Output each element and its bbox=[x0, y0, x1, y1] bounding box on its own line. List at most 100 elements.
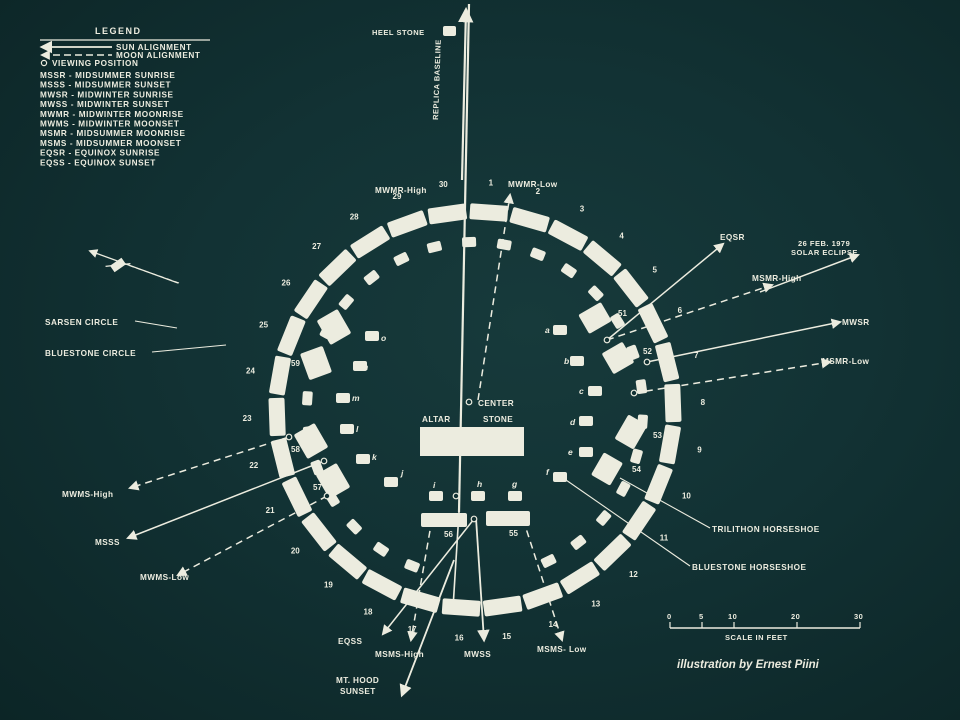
sarsen-stone bbox=[509, 207, 550, 233]
legend-abbreviation: MSMS - MIDSUMMER MOONSET bbox=[40, 139, 181, 148]
sarsen-stone bbox=[400, 587, 441, 613]
inner-bluestone bbox=[553, 325, 567, 335]
trilithon-stone bbox=[486, 511, 530, 526]
sarsen-stone-number: 4 bbox=[619, 231, 624, 240]
bluestone bbox=[570, 534, 587, 550]
bluestone bbox=[363, 270, 380, 286]
replica-baseline-label: REPLICA BASELINE bbox=[431, 39, 443, 120]
bluestone-letter: m bbox=[352, 393, 360, 403]
bluestone bbox=[630, 448, 643, 464]
trilithon-stone bbox=[602, 342, 634, 374]
sarsen-stone-number: 15 bbox=[502, 632, 511, 641]
trilithon-stone bbox=[578, 302, 612, 334]
trilithon-stone bbox=[317, 309, 351, 345]
trilithon-stone bbox=[294, 423, 328, 459]
inner-bluestone bbox=[508, 491, 522, 501]
label-msss: MSSS bbox=[95, 538, 120, 547]
legend-abbreviation: MWSR - MIDWINTER SUNRISE bbox=[40, 90, 174, 99]
sarsen-stone-number: 14 bbox=[549, 620, 558, 629]
inner-bluestone bbox=[356, 454, 370, 464]
scale-tick: 5 bbox=[699, 612, 704, 621]
bluestone-letter: l bbox=[356, 424, 359, 434]
legend-viewing-position: VIEWING POSITION bbox=[52, 59, 138, 68]
bluestone bbox=[404, 559, 420, 573]
sarsen-stone bbox=[655, 342, 680, 383]
sarsen-stone-number: 7 bbox=[694, 351, 699, 360]
inner-bluestone bbox=[365, 331, 379, 341]
trilithon-number: 53 bbox=[653, 431, 662, 440]
illustration-credit: illustration by Ernest Piini bbox=[677, 659, 820, 671]
bluestone-letter: j bbox=[400, 468, 404, 478]
scale-bar: 0 5 10 20 30 SCALE IN FEET bbox=[667, 612, 863, 642]
sarsen-stone-number: 22 bbox=[249, 461, 258, 470]
sarsen-stone bbox=[387, 210, 428, 238]
alignment-lines bbox=[88, 192, 860, 643]
sarsen-stone bbox=[613, 269, 649, 308]
bluestone-circle-label: BLUESTONE CIRCLE bbox=[45, 349, 136, 358]
sarsen-stone bbox=[350, 226, 390, 259]
sarsen-stone-number: 12 bbox=[629, 570, 638, 579]
bluestone bbox=[393, 252, 410, 266]
sarsen-stone bbox=[441, 598, 481, 617]
bluestone bbox=[540, 554, 557, 568]
eclipse-label-line1: 26 FEB. 1979 bbox=[798, 239, 850, 248]
bluestone bbox=[635, 379, 648, 394]
legend-abbreviation: MWSS - MIDWINTER SUNSET bbox=[40, 100, 169, 109]
bluestone bbox=[310, 459, 324, 476]
bluestone bbox=[302, 391, 313, 406]
sarsen-stone-number: 16 bbox=[455, 633, 464, 642]
inner-bluestone bbox=[429, 491, 443, 501]
sarsen-stone bbox=[644, 464, 673, 505]
sarsen-circle-label: SARSEN CIRCLE bbox=[45, 318, 118, 327]
inner-bluestone bbox=[553, 472, 567, 482]
legend-moon-alignment: MOON ALIGNMENT bbox=[116, 51, 201, 60]
sarsen-stone bbox=[269, 355, 291, 396]
sarsen-stone bbox=[328, 544, 367, 580]
stone-label: STONE bbox=[483, 415, 513, 424]
sarsen-stone bbox=[594, 534, 631, 571]
inner-bluestone bbox=[579, 447, 593, 457]
viewing-position-icon bbox=[40, 59, 48, 67]
bluestone bbox=[426, 240, 442, 254]
bluestone-letter: h bbox=[477, 479, 482, 489]
mt-hood-label-line1: MT. HOOD bbox=[336, 676, 379, 685]
bluestone-letter: d bbox=[570, 417, 576, 427]
sarsen-stone-number: 3 bbox=[580, 205, 585, 214]
bluestone-letter: c bbox=[579, 386, 584, 396]
eclipse-label-line2: SOLAR ECLIPSE bbox=[791, 248, 858, 257]
trilithon-number: 52 bbox=[643, 347, 652, 356]
sarsen-stone-number: 11 bbox=[660, 534, 669, 543]
sarsen-stone bbox=[277, 315, 306, 356]
scale-tick: 10 bbox=[728, 612, 737, 621]
legend-abbreviation: MSSS - MIDSUMMER SUNSET bbox=[40, 81, 171, 90]
scale-tick: 30 bbox=[854, 612, 863, 621]
heel-stone-label: HEEL STONE bbox=[372, 28, 425, 37]
sarsen-stone-number: 20 bbox=[291, 546, 300, 555]
trilithon-horseshoe-label: TRILITHON HORSESHOE bbox=[712, 525, 820, 534]
center-viewing-position bbox=[465, 398, 473, 406]
bluestone-letter: e bbox=[568, 447, 573, 457]
sarsen-stone bbox=[548, 219, 588, 251]
bluestone-circle bbox=[302, 236, 648, 573]
inner-bluestone bbox=[384, 477, 398, 487]
inner-bluestone bbox=[471, 491, 485, 501]
circle-callouts: SARSEN CIRCLE BLUESTONE CIRCLE TRILITHON… bbox=[45, 318, 820, 572]
bluestone-letter: a bbox=[545, 325, 550, 335]
label-msmr-high: MSMR-High bbox=[752, 274, 802, 283]
sarsen-stone bbox=[268, 397, 286, 437]
label-mwsr: MWSR bbox=[842, 318, 870, 327]
sarsen-stone bbox=[560, 561, 600, 594]
bluestone-letter: k bbox=[372, 452, 378, 462]
trilithon-stone bbox=[591, 452, 623, 486]
sarsen-stone bbox=[282, 476, 312, 517]
sarsen-stone-number: 9 bbox=[697, 446, 702, 455]
sarsen-stone-number: 8 bbox=[701, 398, 706, 407]
inner-bluestone bbox=[336, 393, 350, 403]
bluestone bbox=[530, 247, 546, 261]
satellite-icon bbox=[105, 257, 131, 273]
bluestone bbox=[496, 238, 512, 251]
legend-abbreviation: MSMR - MIDSUMMER MOONRISE bbox=[40, 129, 186, 138]
sarsen-stone bbox=[664, 383, 682, 423]
sarsen-stone bbox=[622, 501, 656, 541]
